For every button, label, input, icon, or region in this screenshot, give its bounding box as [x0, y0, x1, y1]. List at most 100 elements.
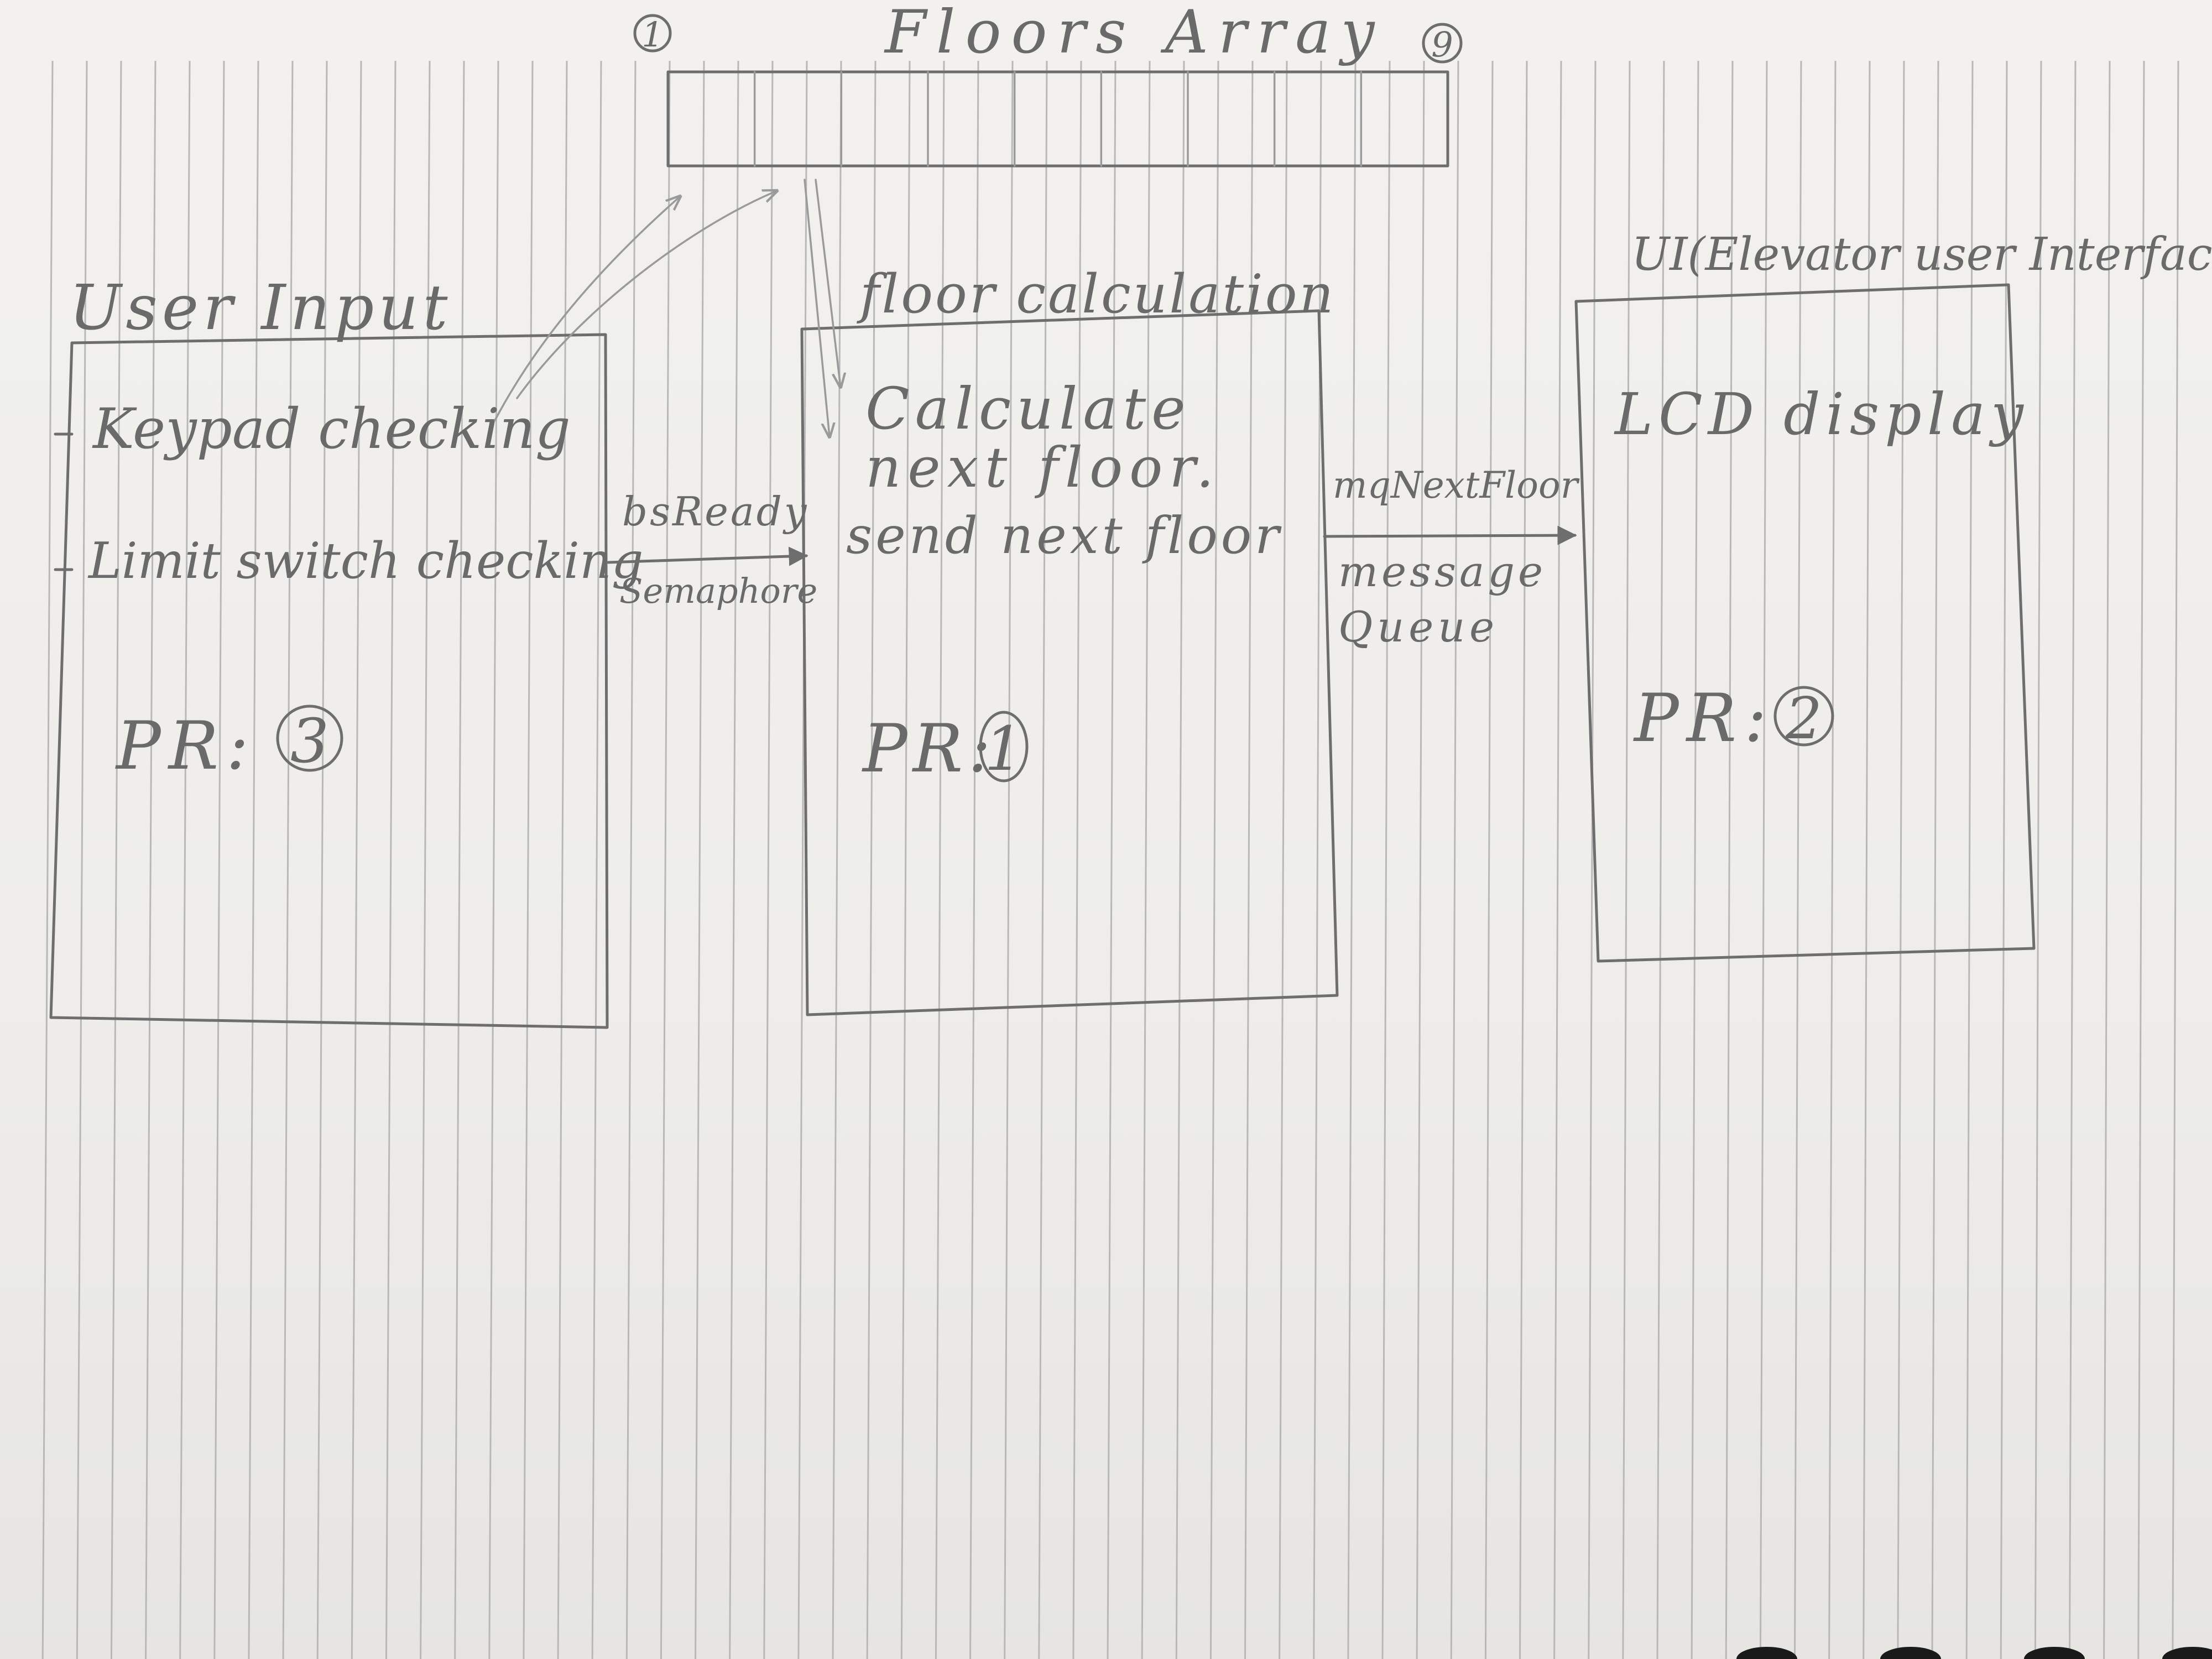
- ruled-line: [1450, 60, 1459, 1659]
- user-input-item-limit-switch: Limit switch checking: [87, 532, 644, 590]
- ruled-line: [1622, 60, 1631, 1659]
- start-marker-circle: [633, 14, 672, 53]
- ruled-line: [41, 60, 54, 1659]
- ruled-line: [213, 60, 225, 1659]
- ruled-line: [832, 60, 842, 1659]
- ruled-line: [1484, 60, 1494, 1659]
- user-input-title: User Input: [69, 272, 452, 344]
- ruled-line: [454, 60, 465, 1659]
- floor-calculation-priority-value: 1: [984, 713, 1023, 784]
- ruled-line: [488, 60, 499, 1659]
- ruled-line: [591, 60, 602, 1659]
- ruled-line: [2000, 60, 2008, 1659]
- ruled-line: [1828, 60, 1837, 1659]
- ruled-line: [900, 60, 911, 1659]
- semaphore-connection: bsReady Semaphore: [607, 488, 817, 611]
- ruled-line: [1209, 60, 1219, 1659]
- semaphore-name: bsReady: [622, 488, 809, 535]
- user-input-block: User Input Keypad checking Limit switch …: [49, 272, 644, 1029]
- ruled-line: [1004, 60, 1014, 1659]
- ruled-line: [557, 60, 568, 1659]
- ruled-line: [1656, 60, 1665, 1659]
- ruled-line: [1588, 60, 1597, 1659]
- ruled-line: [1553, 60, 1562, 1659]
- semaphore-arrow: [607, 546, 808, 566]
- floors-array-links: [494, 179, 841, 437]
- ruled-line: [351, 60, 362, 1659]
- ruled-line: [1794, 60, 1802, 1659]
- floors-array-end-marker: 9: [1431, 24, 1453, 65]
- ruled-line: [523, 60, 534, 1659]
- floor-calculation-line-1: Calculate: [865, 375, 1191, 442]
- priority-circle: [979, 711, 1029, 782]
- ruled-line: [1965, 60, 1974, 1659]
- floor-calculation-line-3: send next floor: [846, 506, 1282, 565]
- user-input-priority-label: PR:: [115, 708, 257, 785]
- user-input-priority-value: 3: [290, 706, 329, 776]
- ruled-line: [797, 60, 808, 1659]
- floor-calculation-block: floor calculation Calculate next floor. …: [800, 263, 1339, 1016]
- ruled-line: [2069, 60, 2077, 1659]
- ui-block: UI(Elevator user Interface) LCD display …: [1574, 228, 2212, 963]
- ruled-line: [1897, 60, 1905, 1659]
- ruled-line: [2103, 60, 2111, 1659]
- ruled-line: [420, 60, 431, 1659]
- ruled-line: [1072, 60, 1082, 1659]
- ruled-line: [763, 60, 774, 1659]
- ruled-line: [145, 60, 156, 1659]
- floor-calculation-title: floor calculation: [857, 263, 1335, 325]
- ruled-line: [1725, 60, 1734, 1659]
- ruled-line: [2034, 60, 2042, 1659]
- ruled-line: [1038, 60, 1048, 1659]
- floor-calculation-box: [800, 309, 1339, 1016]
- ruled-line: [179, 60, 191, 1659]
- end-marker-circle: [1422, 23, 1463, 64]
- spiral-binding: [1736, 1647, 2212, 1659]
- ruled-line: [1347, 60, 1357, 1659]
- ruled-line: [1175, 60, 1185, 1659]
- ruled-line: [385, 60, 397, 1659]
- ruled-line: [1691, 60, 1699, 1659]
- ruled-line: [1244, 60, 1254, 1659]
- floor-cells: [753, 71, 1363, 167]
- array-to-calc-arrow: [804, 179, 830, 437]
- ruled-line: [1519, 60, 1528, 1659]
- queue-name: mqNextFloor: [1333, 464, 1580, 507]
- message-queue-connection: mqNextFloor message Queue: [1323, 464, 1580, 651]
- ruled-line: [1381, 60, 1391, 1659]
- ruled-line: [76, 60, 88, 1659]
- ui-priority-value: 2: [1785, 685, 1822, 752]
- ruled-line: [1141, 60, 1151, 1659]
- ruled-line: [625, 60, 637, 1659]
- ui-title: UI(Elevator user Interface): [1631, 228, 2212, 281]
- ruled-line: [1863, 60, 1871, 1659]
- ruled-line: [729, 60, 739, 1659]
- ruled-line: [1759, 60, 1768, 1659]
- ruled-line: [935, 60, 945, 1659]
- ruled-line: [969, 60, 979, 1659]
- ui-box: [1574, 283, 2036, 963]
- priority-circle: [276, 705, 343, 772]
- ui-content: LCD display: [1614, 380, 2029, 448]
- ruled-line: [1107, 60, 1117, 1659]
- floor-calculation-line-2: next floor.: [865, 435, 1220, 500]
- ruled-line: [660, 60, 671, 1659]
- floors-array-title: Floors Array: [884, 0, 1385, 67]
- message-queue-arrow: [1323, 525, 1577, 545]
- ruled-lines: [41, 60, 2179, 1659]
- floors-array-box: [666, 70, 1449, 168]
- ruled-line: [248, 60, 259, 1659]
- ui-priority-label: PR:: [1633, 680, 1775, 757]
- queue-type-line-1: message: [1338, 547, 1546, 596]
- ruled-line: [695, 60, 705, 1659]
- floors-array-start-marker: 1: [641, 14, 663, 55]
- ruled-line: [282, 60, 294, 1659]
- ruled-line: [110, 60, 122, 1659]
- queue-type-line-2: Queue: [1338, 602, 1499, 651]
- priority-circle: [1773, 686, 1834, 747]
- ruled-line: [1279, 60, 1288, 1659]
- array-to-calc-arrow: [815, 179, 841, 387]
- keypad-to-array-arrow: [494, 196, 680, 421]
- ruled-line: [2137, 60, 2145, 1659]
